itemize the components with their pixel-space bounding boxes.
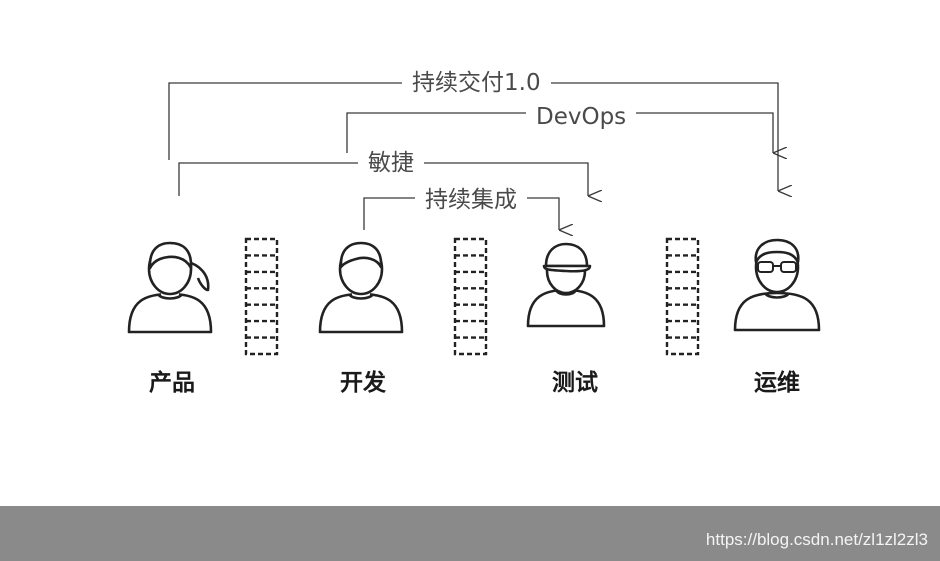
role-dev-label: 开发 xyxy=(340,370,386,396)
cd-bracket xyxy=(168,82,778,191)
queue-product-dev xyxy=(244,237,279,356)
ops-person-icon xyxy=(733,238,821,332)
role-ops-label: 运维 xyxy=(754,370,800,396)
workflow-diagram xyxy=(127,82,821,356)
ci-label: 持续集成 xyxy=(415,186,527,214)
footer-bar: https://blog.csdn.net/zl1zl2zl3 xyxy=(0,506,940,561)
queue-test-ops xyxy=(665,237,700,356)
queue-dev-test xyxy=(453,237,488,356)
role-test-label: 测试 xyxy=(552,370,598,396)
role-product-label: 产品 xyxy=(149,370,195,396)
agile-label: 敏捷 xyxy=(358,149,424,177)
product-person-icon xyxy=(127,241,213,334)
developer-person-icon xyxy=(318,241,404,334)
watermark-url: https://blog.csdn.net/zl1zl2zl3 xyxy=(705,530,928,549)
devops-label: DevOps xyxy=(526,103,637,131)
tester-person-icon xyxy=(526,242,606,328)
cd-label: 持续交付1.0 xyxy=(402,69,551,97)
